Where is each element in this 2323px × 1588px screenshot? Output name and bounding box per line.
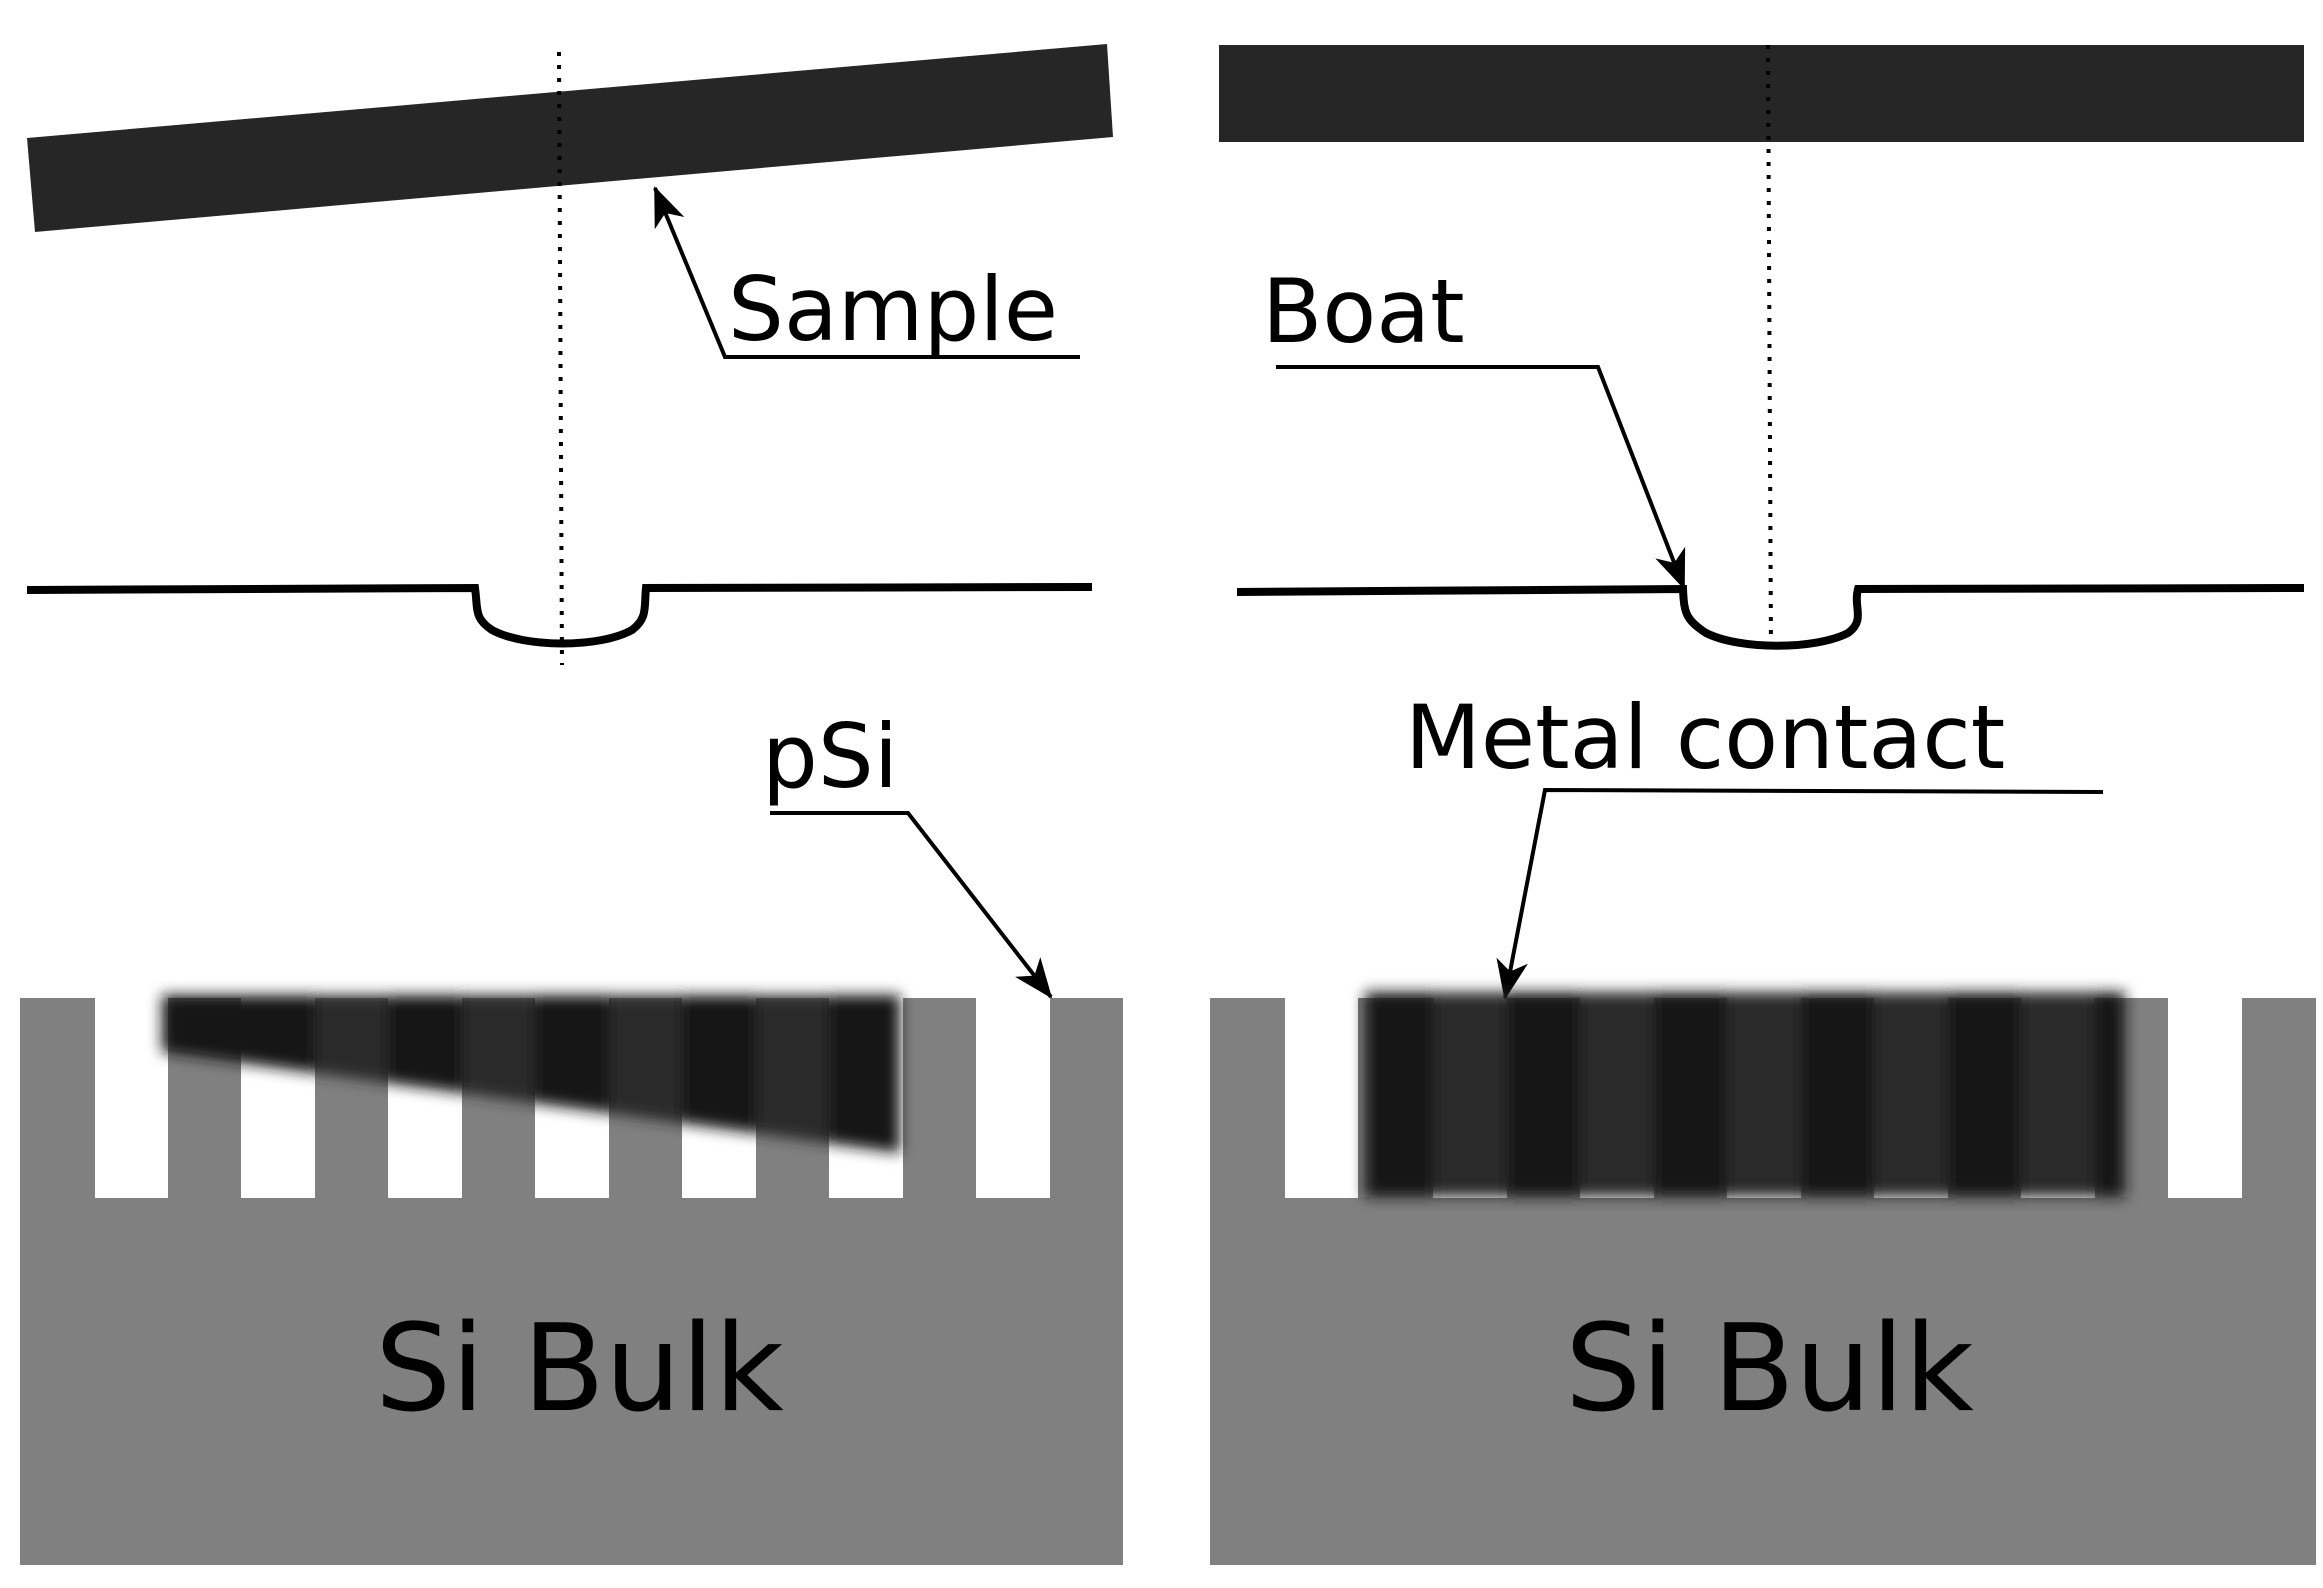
right-bulk-label: Si Bulk (1565, 1300, 1974, 1439)
boat-label: Boat (1262, 260, 1465, 363)
right-porous-silicon (1210, 998, 2316, 1565)
metal-contact-callout-line (1496, 787, 2104, 1000)
right-metal-film (1365, 992, 2125, 1197)
left-vertical-axis (557, 51, 564, 666)
right-boat-profile (1236, 584, 2305, 650)
left-boat-profile (26, 583, 1093, 648)
sample-plate (27, 44, 1113, 232)
psi-callout-line (770, 811, 1053, 999)
left-bulk-label: Si Bulk (375, 1300, 784, 1439)
psi-label: pSi (762, 705, 898, 808)
left-porous-silicon (20, 998, 1123, 1565)
left-panel: Sample pSi Si Bulk (20, 44, 1123, 1565)
sample-label: Sample (728, 258, 1058, 361)
right-panel: Boat Metal contact Si Bulk (1210, 44, 2316, 1565)
metal-contact-label: Metal contact (1405, 686, 2005, 789)
left-metal-film (162, 995, 900, 1153)
flat-sample-plate (1219, 45, 2304, 142)
boat-callout-line (1276, 365, 1686, 590)
sample-callout-line (653, 186, 1080, 359)
